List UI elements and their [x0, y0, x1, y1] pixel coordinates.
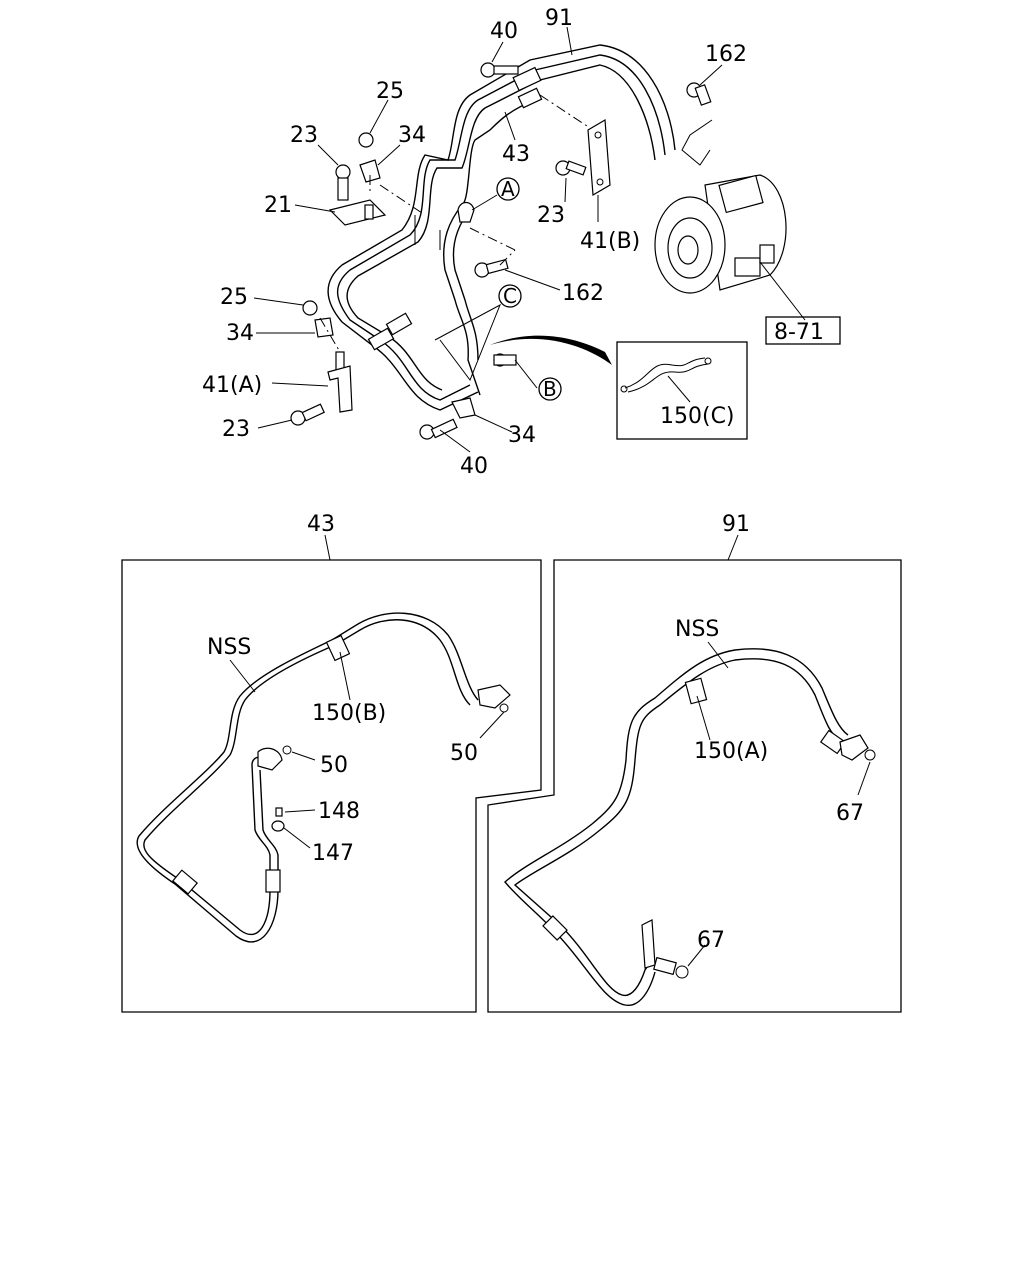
- panel-43: 43 NSS 150(B) 50 50 148 147: [121, 512, 542, 1013]
- pointer-arrow: [490, 335, 612, 365]
- panel-91-67-a: 67: [836, 801, 864, 826]
- panel-91-leader-lines: [687, 641, 871, 967]
- inset-150c: [616, 341, 748, 440]
- clamp-a: [457, 194, 516, 251]
- compressor: [654, 174, 806, 321]
- marker-a-circle: [496, 177, 520, 201]
- marker-a: A: [501, 177, 515, 201]
- callout-34-bot: 34: [508, 423, 536, 448]
- panel-43-50-a: 50: [320, 753, 348, 778]
- callout-40-top: 40: [490, 19, 518, 44]
- marker-b-circle: [538, 377, 562, 401]
- callout-8-71: 8-71: [774, 320, 824, 345]
- panel-43-147: 147: [312, 841, 354, 866]
- panel-43-nss: NSS: [207, 635, 251, 660]
- bolt-162-top: [681, 82, 713, 166]
- bolt-23-mid: [555, 160, 587, 176]
- panel-91: 91 NSS 150(A) 67 67: [487, 512, 902, 1013]
- callout-21: 21: [264, 193, 292, 218]
- top-fitting-cluster: [480, 62, 543, 109]
- bracket-41b: [539, 94, 611, 197]
- panel-91-150a: 150(A): [694, 739, 768, 764]
- panel-43-title: 43: [307, 512, 335, 537]
- callout-41b: 41(B): [580, 229, 640, 254]
- callout-162-mid: 162: [562, 281, 604, 306]
- callout-41a: 41(A): [202, 373, 262, 398]
- top-assembly: 40 91 162 25 34 23 43 21 A 23 41(B) 162 …: [202, 6, 841, 479]
- marker-c-circle: [498, 284, 522, 308]
- callout-23-bot: 23: [222, 417, 250, 442]
- callout-23-top: 23: [290, 123, 318, 148]
- callout-25-left: 25: [220, 285, 248, 310]
- callout-40-bot: 40: [460, 454, 488, 479]
- bolt-162-mid: [474, 249, 516, 278]
- callout-23-mid: 23: [537, 203, 565, 228]
- marker-c: C: [503, 284, 517, 308]
- top-leader-lines: [253, 26, 723, 453]
- callout-34-top: 34: [398, 123, 426, 148]
- callout-43-top: 43: [502, 142, 530, 167]
- bracket-21-group: [328, 132, 441, 250]
- callout-25-top: 25: [376, 79, 404, 104]
- callout-34-left: 34: [226, 321, 254, 346]
- hose-91: [504, 648, 876, 1006]
- panel-91-67-b: 67: [697, 928, 725, 953]
- callout-162-top: 162: [705, 42, 747, 67]
- hose-91-main: [327, 44, 676, 411]
- panel-43-148: 148: [318, 799, 360, 824]
- marker-b: B: [543, 377, 557, 401]
- panel-43-leader-lines: [229, 651, 505, 849]
- panel-91-nss: NSS: [675, 617, 719, 642]
- clip-34-bolt-40-bottom: [419, 397, 476, 440]
- panel-43-150b: 150(B): [312, 701, 386, 726]
- panel-91-title: 91: [722, 512, 750, 537]
- hose-43: [136, 612, 511, 943]
- ref-8-71: [765, 316, 841, 345]
- panel-43-50-b: 50: [450, 741, 478, 766]
- clip-c-b-area: [434, 303, 538, 389]
- callout-150c: 150(C): [660, 404, 735, 429]
- callout-91-top: 91: [545, 6, 573, 31]
- bracket-41a-group: [290, 300, 353, 426]
